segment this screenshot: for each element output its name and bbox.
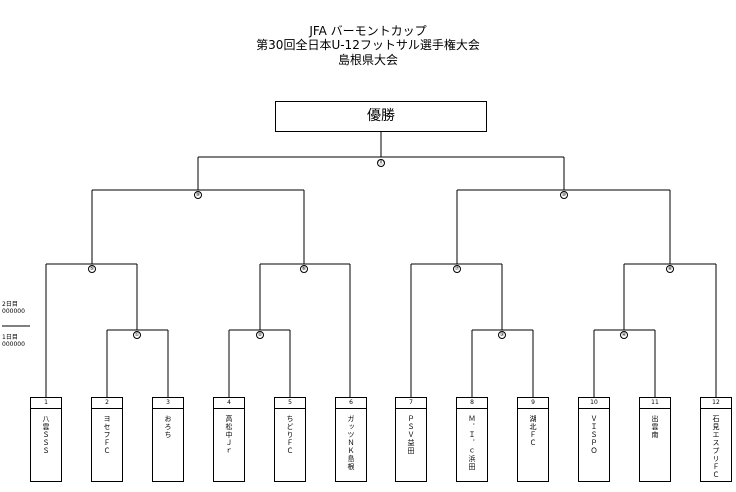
team-name: ヨセフＦＣ — [103, 415, 111, 455]
match-node-semi-left: ⑨ — [194, 191, 202, 199]
match-node-qf-8: ⑧ — [666, 265, 674, 273]
match-node-r1-1: ① — [133, 331, 141, 339]
team-name: おろち — [164, 415, 172, 439]
team-number: 4 — [214, 398, 244, 409]
team-box: 11 出雲南 — [639, 397, 671, 482]
team-number: 2 — [92, 398, 122, 409]
team-number: 9 — [518, 398, 548, 409]
team-number: 11 — [640, 398, 670, 409]
match-node-r1-2: ② — [256, 331, 264, 339]
team-box: 2 ヨセフＦＣ — [91, 397, 123, 482]
champion-box: 優勝 — [275, 101, 487, 132]
match-node-qf-5: ⑤ — [88, 265, 96, 273]
legend-day2: 2日目 000000 — [2, 301, 32, 315]
title-line-3: 島根県大会 — [337, 53, 398, 67]
legend-day2-label: 2日目 — [2, 301, 18, 308]
team-box: 6 ガッツＮＫ島根 — [335, 397, 367, 482]
match-node-semi-right: ⑩ — [560, 191, 568, 199]
team-name: ＰＳＶ益田 — [407, 415, 415, 455]
team-box: 1 八雲ＳＳＳ — [30, 397, 62, 482]
legend-day1-label: 1日目 — [2, 334, 18, 341]
team-number: 7 — [396, 398, 426, 409]
team-name: 石見エスプリＦＣ — [712, 415, 720, 479]
title-line-1: JFA バーモントカップ — [309, 24, 427, 38]
match-node-qf-6: ⑥ — [300, 265, 308, 273]
legend-day2-date: 000000 — [2, 308, 25, 315]
team-number: 8 — [457, 398, 487, 409]
team-name: ＶＩＳＰＯ — [590, 415, 598, 455]
team-box: 5 ちどりＦＣ — [274, 397, 306, 482]
team-box: 4 高松中Ｊｒ — [213, 397, 245, 482]
team-number: 3 — [153, 398, 183, 409]
match-node-qf-7: ⑦ — [453, 265, 461, 273]
team-box: 10 ＶＩＳＰＯ — [578, 397, 610, 482]
team-name: 八雲ＳＳＳ — [42, 415, 50, 455]
title-line-2: 第30回全日本U-12フットサル選手権大会 — [256, 38, 480, 52]
team-box: 7 ＰＳＶ益田 — [395, 397, 427, 482]
team-box: 3 おろち — [152, 397, 184, 482]
match-node-r1-3: ③ — [498, 331, 506, 339]
team-name: ちどりＦＣ — [286, 415, 294, 455]
team-number: 5 — [275, 398, 305, 409]
team-box: 12 石見エスプリＦＣ — [700, 397, 732, 482]
match-node-final: ⑪ — [377, 159, 385, 167]
legend-day1-date: 000000 — [2, 341, 25, 348]
legend-day1: 1日目 000000 — [2, 334, 32, 348]
team-box: 9 湖北ＦＣ — [517, 397, 549, 482]
match-node-r1-4: ④ — [620, 331, 628, 339]
team-name: 湖北ＦＣ — [529, 415, 537, 447]
team-name: 高松中Ｊｒ — [225, 415, 233, 455]
team-number: 10 — [579, 398, 609, 409]
team-number: 6 — [336, 398, 366, 409]
team-number: 1 — [31, 398, 61, 409]
team-name: 出雲南 — [651, 415, 659, 439]
team-number: 12 — [701, 398, 731, 409]
team-name: ガッツＮＫ島根 — [347, 415, 355, 471]
team-name: Ｍ．Ｉ．ｃ浜田 — [468, 415, 476, 471]
team-box: 8 Ｍ．Ｉ．ｃ浜田 — [456, 397, 488, 482]
